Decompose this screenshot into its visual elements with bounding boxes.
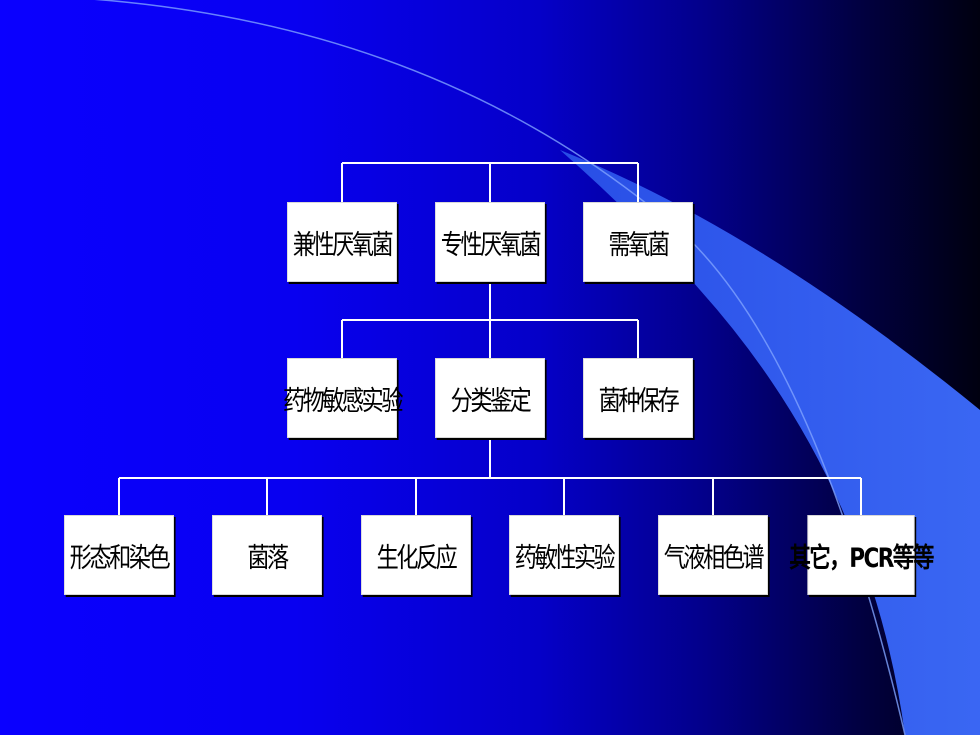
node-obligate-anaerobe: 专性厌氧菌	[435, 202, 545, 282]
node-facultative-anaerobe: 兼性厌氧菌	[287, 202, 397, 282]
node-aerobe: 需氧菌	[583, 202, 693, 282]
node-classification-identification: 分类鉴定	[435, 358, 545, 438]
node-biochemical-reaction: 生化反应	[361, 515, 471, 595]
node-antibiotic-sensitivity-test: 药敏性实验	[509, 515, 619, 595]
node-strain-preservation: 菌种保存	[583, 358, 693, 438]
node-colony: 菌落	[212, 515, 322, 595]
node-others-pcr: 其它，PCR等等	[789, 515, 934, 595]
node-morphology-staining: 形态和染色	[64, 515, 174, 595]
node-drug-sensitivity-test: 药物敏感实验	[283, 358, 403, 438]
node-gas-liquid-chromatography: 气液相色谱	[658, 515, 768, 595]
